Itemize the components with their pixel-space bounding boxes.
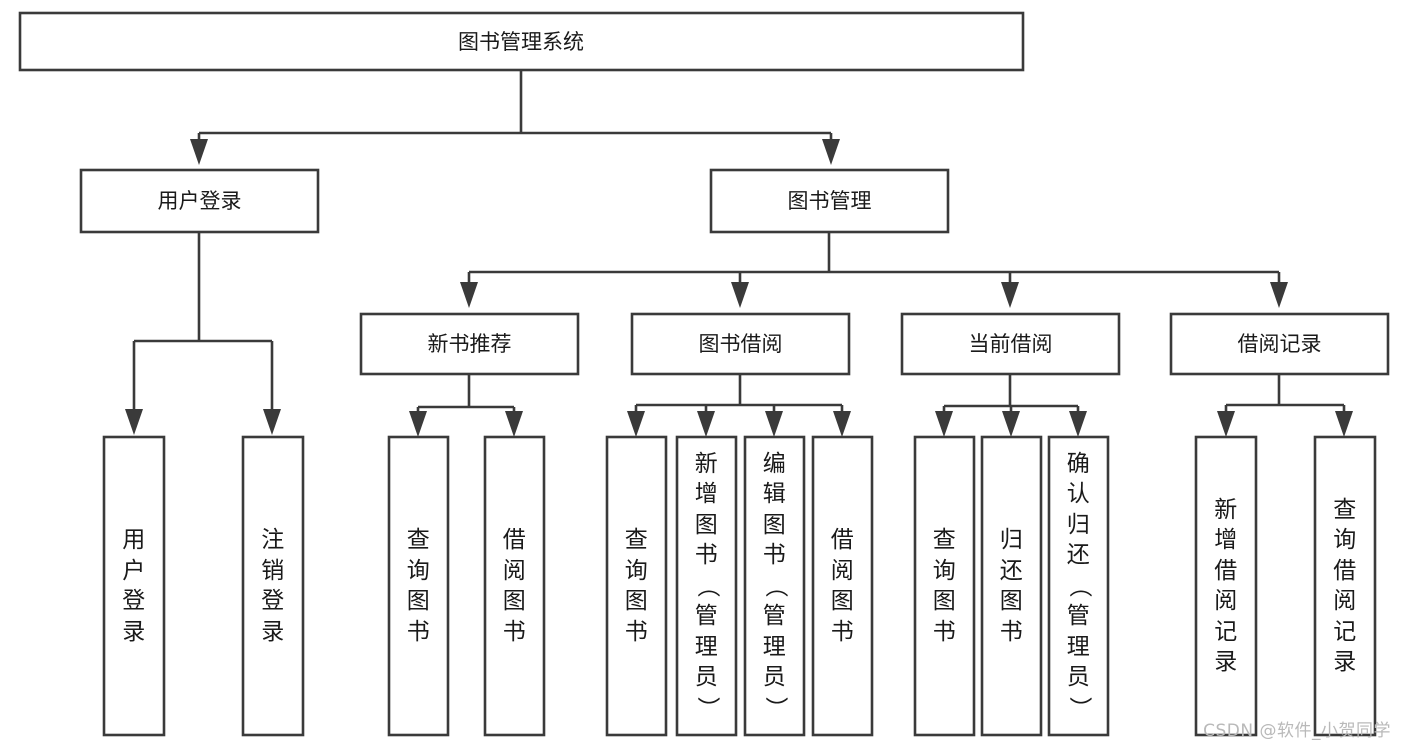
arrow-current-borrow [1001, 282, 1019, 308]
leaf-box-borrow-book-2[interactable] [811, 435, 874, 737]
leaf-box-return-book[interactable] [980, 435, 1043, 737]
book-management-box [709, 168, 950, 234]
new-book-recommend-label: 新书推荐 [428, 332, 512, 356]
arrow-book-management [822, 139, 840, 165]
leaf-box-query-book-2[interactable] [605, 435, 668, 737]
leaf-box-query-book-3[interactable] [913, 435, 976, 737]
leaf-box-add-record[interactable] [1194, 435, 1258, 737]
root-box [18, 11, 1025, 72]
arrow-new-book-recommend [460, 282, 478, 308]
leaf-box-logout-login[interactable] [241, 435, 305, 737]
node-user-login[interactable]: 用户登录 [79, 168, 320, 234]
leaf-box-edit-book[interactable] [743, 435, 806, 737]
node-root-system[interactable]: 图书管理系统 [18, 11, 1025, 72]
node-borrow-record[interactable]: 借阅记录 [1169, 312, 1390, 376]
arrow-leaf-query-book-3 [935, 411, 953, 437]
node-book-borrow[interactable]: 图书借阅 [630, 312, 851, 376]
arrow-book-borrow [731, 282, 749, 308]
leaf-box-user-login[interactable] [102, 435, 166, 737]
leaf-box-confirm-return[interactable] [1047, 435, 1110, 737]
arrow-leaf-borrow-book-2 [833, 411, 851, 437]
arrow-leaf-add-record [1217, 411, 1235, 437]
arrow-leaf-edit-book [765, 411, 783, 437]
user-login-label: 用户登录 [158, 189, 242, 213]
root-label: 图书管理系统 [458, 30, 584, 54]
leaf-box-borrow-book-1[interactable] [483, 435, 546, 737]
node-current-borrow[interactable]: 当前借阅 [900, 312, 1121, 376]
book-management-label: 图书管理 [788, 189, 872, 213]
book-borrow-label: 图书借阅 [699, 332, 783, 356]
arrow-leaf-logout-login [263, 409, 281, 435]
arrow-leaf-return-book [1002, 411, 1020, 437]
book-borrow-box [630, 312, 851, 376]
arrow-leaf-query-book-2 [627, 411, 645, 437]
new-book-recommend-box [359, 312, 580, 376]
arrow-user-login [190, 139, 208, 165]
arrow-leaf-user-login [125, 409, 143, 435]
leaf-box-query-book-1[interactable] [387, 435, 450, 737]
current-borrow-box [900, 312, 1121, 376]
leaf-box-query-record[interactable] [1313, 435, 1377, 737]
arrow-leaf-add-book [697, 411, 715, 437]
node-book-management[interactable]: 图书管理 [709, 168, 950, 234]
arrow-leaf-confirm-return [1069, 411, 1087, 437]
arrow-leaf-query-book-1 [409, 411, 427, 437]
arrow-leaf-borrow-book-1 [505, 411, 523, 437]
borrow-record-box [1169, 312, 1390, 376]
arrow-leaf-query-record [1335, 411, 1353, 437]
leaf-box-add-book[interactable] [675, 435, 738, 737]
borrow-record-label: 借阅记录 [1238, 332, 1322, 356]
node-new-book-recommend[interactable]: 新书推荐 [359, 312, 580, 376]
csdn-watermark: CSDN @软件_小贺同学 [1203, 721, 1391, 741]
current-borrow-label: 当前借阅 [969, 332, 1053, 356]
arrow-borrow-record [1270, 282, 1288, 308]
